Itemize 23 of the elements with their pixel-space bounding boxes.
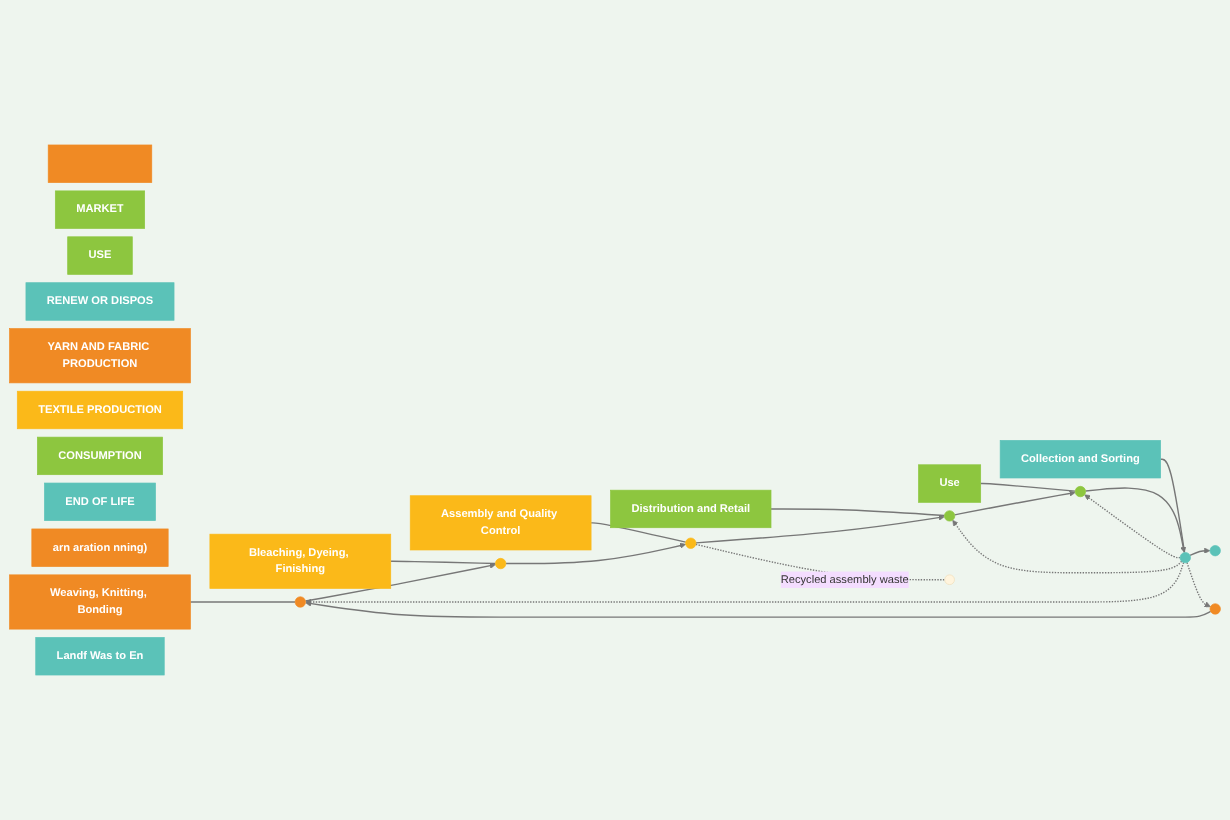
arrow (1189, 547, 1211, 557)
arrow (695, 514, 945, 544)
node-circle (685, 537, 697, 549)
arrow (505, 542, 686, 565)
node-circle (1074, 486, 1086, 498)
node-circle (1209, 603, 1221, 615)
arrow (952, 519, 1183, 574)
connector (390, 560, 497, 565)
arrow (305, 561, 1185, 606)
arrow (305, 600, 1212, 618)
arrow (1186, 561, 1211, 608)
node-circle (944, 510, 956, 522)
connector (770, 508, 946, 517)
node-circle (1209, 545, 1221, 557)
connector (590, 522, 687, 543)
connector (980, 482, 1076, 492)
node-bar (47, 144, 153, 183)
arrow (304, 562, 496, 602)
node-circle (1179, 552, 1191, 564)
arrow (954, 490, 1076, 516)
node-circle (495, 558, 507, 570)
node-circle (294, 596, 306, 608)
connector (189, 601, 296, 603)
